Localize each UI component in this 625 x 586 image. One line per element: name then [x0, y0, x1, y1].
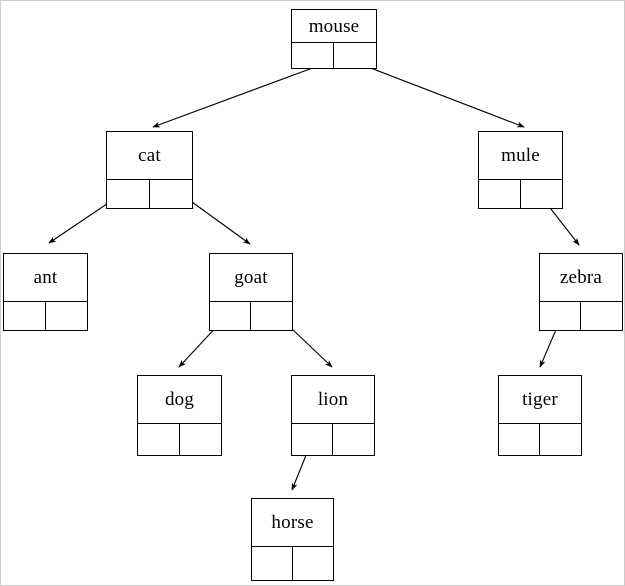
node-pointers-goat [210, 302, 292, 330]
node-label-zebra: zebra [540, 254, 622, 302]
node-label-horse: horse [252, 499, 333, 547]
node-pointers-mule [479, 180, 562, 208]
tree-node-mule[interactable]: mule [478, 131, 563, 209]
node-label-lion: lion [292, 376, 374, 424]
node-left-pointer-mouse [292, 43, 334, 68]
node-right-pointer-dog [180, 424, 222, 455]
node-right-pointer-ant [46, 302, 88, 330]
node-right-pointer-mule [521, 180, 563, 208]
tree-node-dog[interactable]: dog [137, 375, 222, 456]
node-left-pointer-zebra [540, 302, 581, 330]
node-left-pointer-horse [252, 547, 293, 580]
tree-node-zebra[interactable]: zebra [539, 253, 623, 331]
node-pointers-horse [252, 547, 333, 580]
node-left-pointer-goat [210, 302, 251, 330]
node-label-mouse: mouse [292, 10, 376, 43]
node-right-pointer-cat [150, 180, 193, 208]
tree-node-tiger[interactable]: tiger [498, 375, 582, 456]
tree-node-horse[interactable]: horse [251, 498, 334, 581]
node-right-pointer-mouse [334, 43, 376, 68]
node-right-pointer-lion [333, 424, 374, 455]
node-label-tiger: tiger [499, 376, 581, 424]
node-pointers-cat [107, 180, 192, 208]
edge-mouse-to-cat [152, 62, 327, 128]
tree-node-ant[interactable]: ant [3, 253, 88, 331]
node-left-pointer-mule [479, 180, 521, 208]
node-left-pointer-dog [138, 424, 180, 455]
node-right-pointer-tiger [540, 424, 581, 455]
node-left-pointer-tiger [499, 424, 540, 455]
node-right-pointer-horse [293, 547, 334, 580]
node-pointers-dog [138, 424, 221, 455]
node-pointers-mouse [292, 43, 376, 68]
tree-node-goat[interactable]: goat [209, 253, 293, 331]
node-pointers-ant [4, 302, 87, 330]
node-pointers-zebra [540, 302, 622, 330]
node-right-pointer-goat [251, 302, 292, 330]
node-label-ant: ant [4, 254, 87, 302]
tree-node-cat[interactable]: cat [106, 131, 193, 209]
node-left-pointer-ant [4, 302, 46, 330]
node-left-pointer-lion [292, 424, 333, 455]
node-pointers-tiger [499, 424, 581, 455]
node-label-dog: dog [138, 376, 221, 424]
tree-node-mouse[interactable]: mouse [291, 9, 377, 69]
edge-mouse-to-mule [354, 61, 525, 128]
node-pointers-lion [292, 424, 374, 455]
node-label-goat: goat [210, 254, 292, 302]
node-right-pointer-zebra [581, 302, 622, 330]
tree-node-lion[interactable]: lion [291, 375, 375, 456]
node-label-cat: cat [107, 132, 192, 180]
node-left-pointer-cat [107, 180, 150, 208]
node-label-mule: mule [479, 132, 562, 180]
